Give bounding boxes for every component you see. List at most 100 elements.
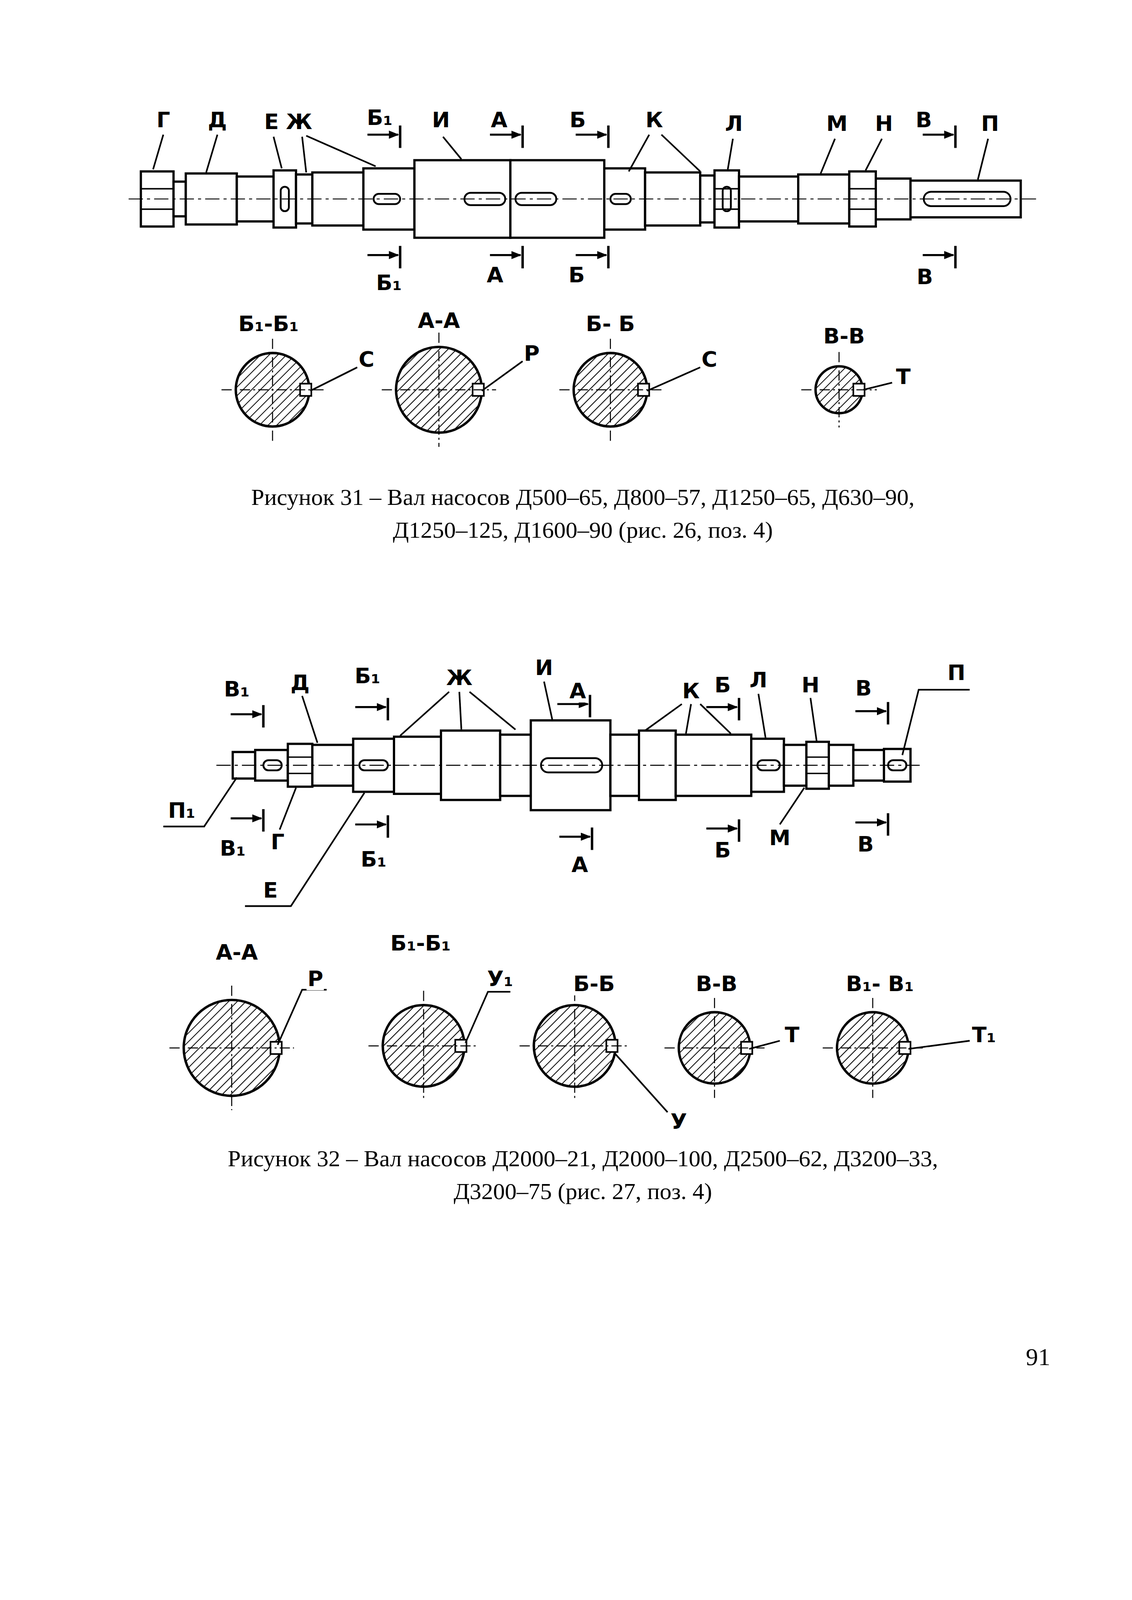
leader-line [273,136,282,169]
leader-line [685,704,691,735]
nut-groove [849,187,876,190]
section-label: А-А [417,310,462,333]
leader-line [865,138,882,171]
callout-letter: М [768,828,792,850]
section-arrow [490,254,521,256]
callout-letter: Г [155,109,172,131]
leader-line [163,777,237,827]
section-arrow [490,133,521,136]
nut-groove [849,208,876,210]
section-mark [886,702,890,725]
callout-letter: Р [522,343,541,366]
section-mark [607,125,610,148]
center-line [872,998,874,1099]
section-arrow [855,710,887,713]
leader-line [400,692,449,736]
callout-letter: С [357,349,376,371]
section-mark [521,245,524,269]
section-label: А-А [214,942,260,965]
section-arrow [355,706,387,709]
leader-line [310,367,358,391]
center-line [838,352,840,428]
center-line [610,339,611,442]
section-arrow [230,713,262,716]
leader-line [279,787,297,830]
nut-groove [714,187,740,190]
callout-letter: Д [206,109,228,131]
leader-line [543,681,553,720]
callout-letter: Л [748,670,769,692]
callout-letter: С [700,349,719,371]
section-arrow [922,254,954,256]
leader-line [749,1041,780,1050]
callout-letter: Р [306,969,325,991]
nut-groove [287,756,313,758]
callout-letter: К [644,109,665,131]
section-label: В₁- В₁ [845,974,915,996]
nut-groove [714,208,740,210]
callout-letter: В [856,834,875,856]
leader-line [820,138,835,174]
section-mark [521,125,524,148]
section-arrow [855,821,887,824]
callout-letter: Т₁ [970,1025,997,1047]
callout-letter: В₁ [223,679,251,701]
center-line [271,339,273,442]
center-line [128,198,1038,200]
section-mark [737,698,741,721]
callout-letter: Ж [445,667,474,690]
section-mark [262,809,265,832]
callout-letter: Е [263,111,281,134]
section-arrow [557,703,588,705]
leader-line [245,792,365,907]
section-arrow [367,254,398,256]
leader-line [758,693,766,738]
leader-line [153,134,164,170]
callout-letter: У₁ [486,969,515,991]
callout-letter: Е [262,880,280,903]
callout-letter: Ж [284,111,313,134]
section-mark [886,813,890,836]
section-arrow [230,817,262,820]
callout-letter: В [854,678,873,700]
section-arrow [367,133,398,136]
callout-letter: Д [289,672,311,695]
nut-groove [140,187,174,190]
section-arrow [559,835,590,838]
section-mark [954,125,957,148]
center-line [438,332,440,448]
section-mark [386,698,389,721]
section-arrow [706,827,737,830]
section-mark [386,815,389,838]
section-mark [398,245,402,269]
section-label: Б₁-Б₁ [389,933,452,955]
leader-line [863,382,893,391]
leader-line [902,689,971,756]
callout-letter: П [946,662,967,685]
callout-letter: В₁ [219,838,247,861]
page-number: 91 [1025,1345,1051,1371]
leader-line [645,704,683,731]
callout-letter: В [915,266,934,289]
callout-letter: Н [800,675,821,697]
section-label: Б₁-Б₁ [237,313,300,336]
leader-line [779,787,805,825]
callout-letter: П₁ [166,800,197,823]
leader-line [810,698,817,741]
callout-letter: Б₁ [353,666,382,688]
section-label: Б-Б [572,974,616,996]
callout-letter: Б [567,265,586,287]
section-mark [398,125,402,148]
callout-letter: Т [895,366,913,389]
section-mark [607,245,610,269]
callout-letter: Б [568,109,587,131]
leader-line [908,1041,970,1050]
callout-letter: К [681,681,701,703]
callout-letter: П [980,113,1001,136]
figure-caption: Рисунок 32 – Вал насосов Д2000–21, Д2000… [215,1143,951,1209]
section-arrow [706,706,737,709]
leader-line [443,136,462,160]
leader-line [727,138,733,170]
